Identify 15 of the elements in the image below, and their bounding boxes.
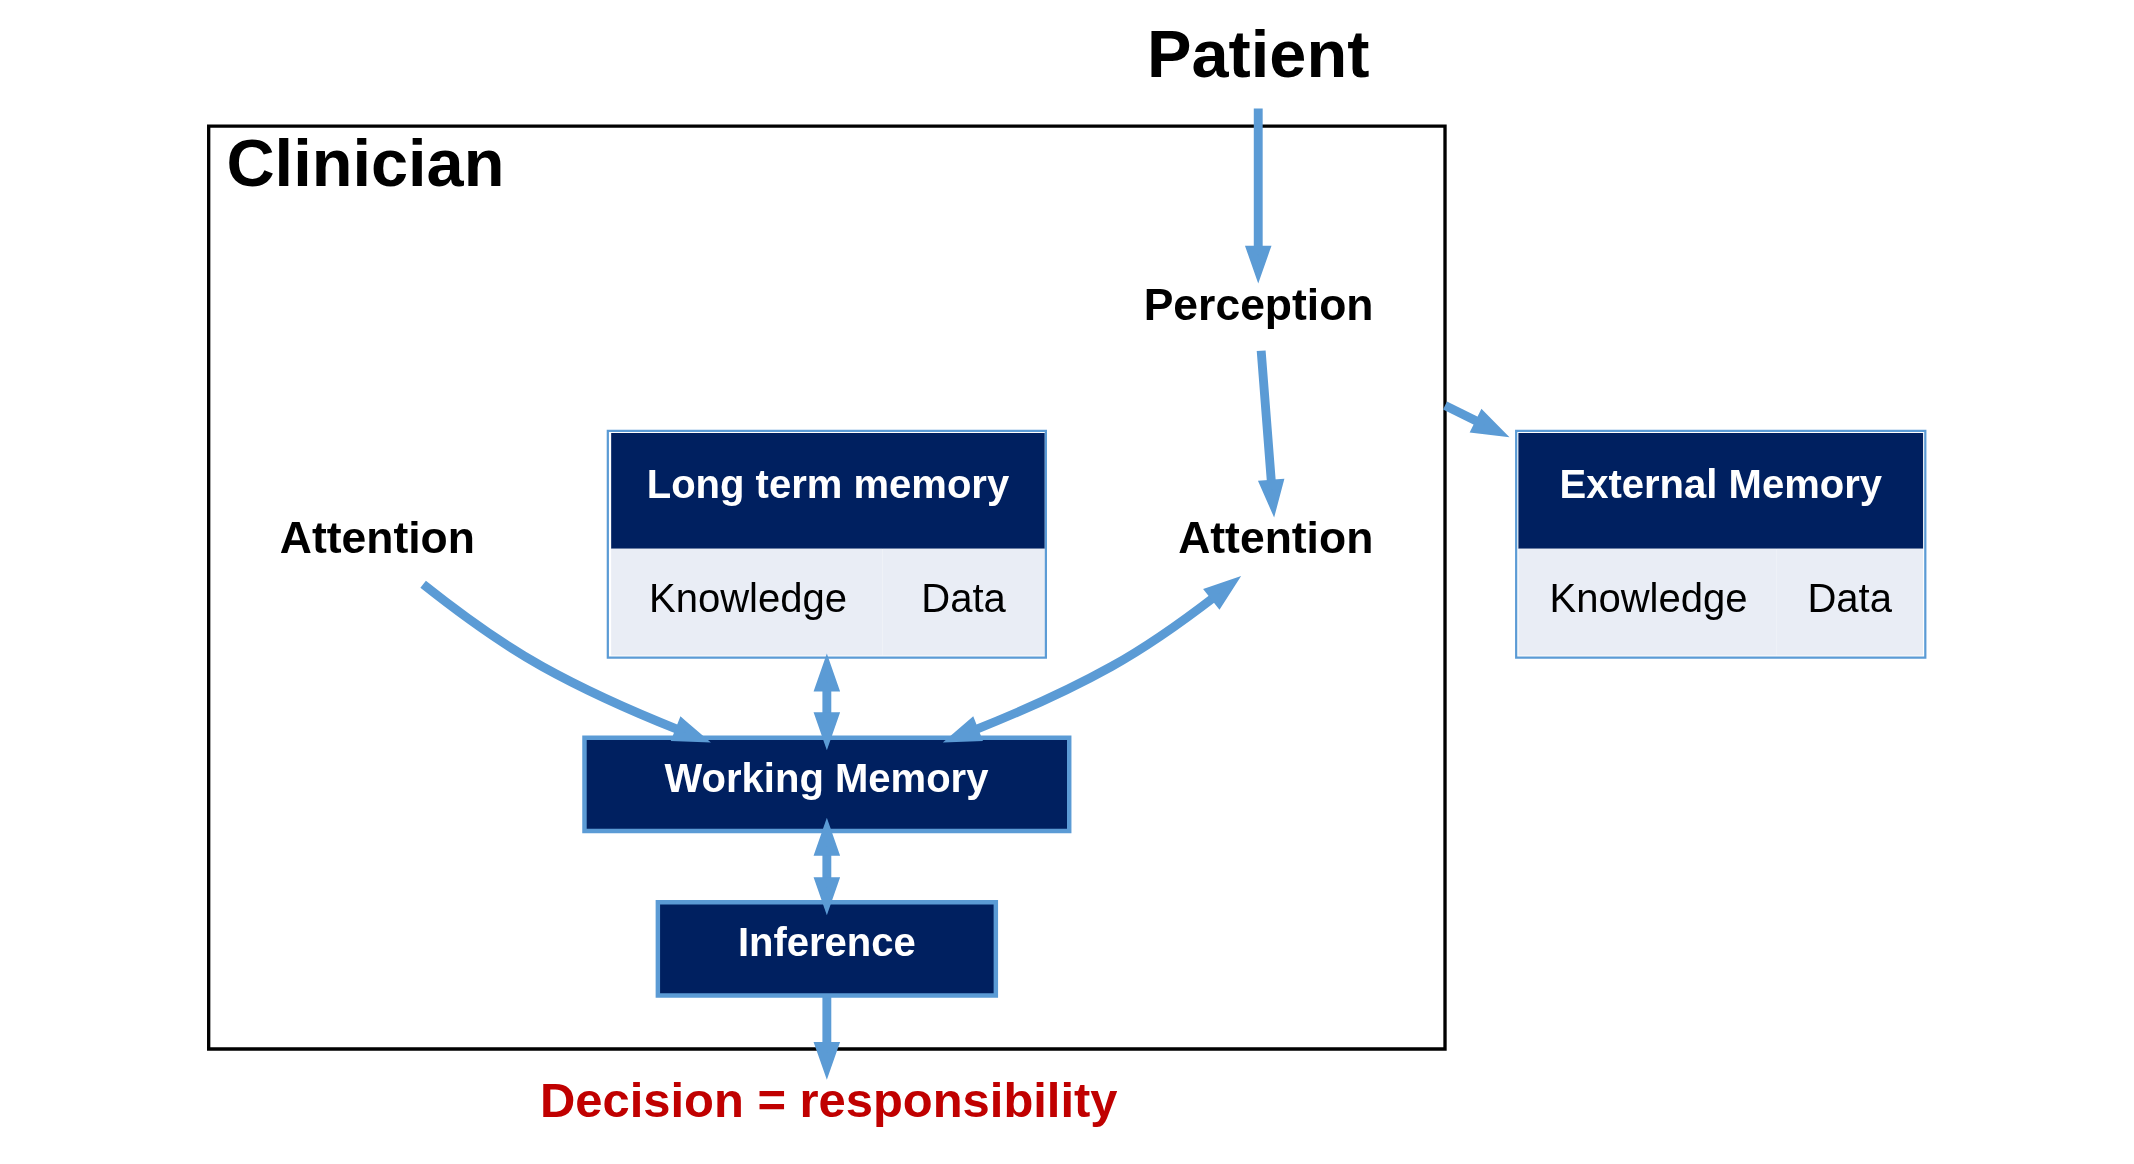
node-text: Perception [1143, 279, 1374, 329]
arrow [1244, 108, 1272, 284]
node-text: Patient [1147, 17, 1370, 92]
node-text: Decision = responsibility [540, 1073, 1118, 1127]
arrow [1256, 350, 1285, 518]
node-text: Attention [279, 513, 475, 563]
arrow [942, 576, 1242, 743]
arrow [1443, 401, 1510, 438]
node-box: Working Memory [582, 735, 1072, 834]
node-box: Inference [655, 899, 999, 998]
arrow [813, 653, 841, 751]
arrow [813, 817, 841, 916]
arrow [420, 580, 711, 743]
arrow [813, 996, 841, 1080]
node-text: Attention [1178, 513, 1374, 563]
